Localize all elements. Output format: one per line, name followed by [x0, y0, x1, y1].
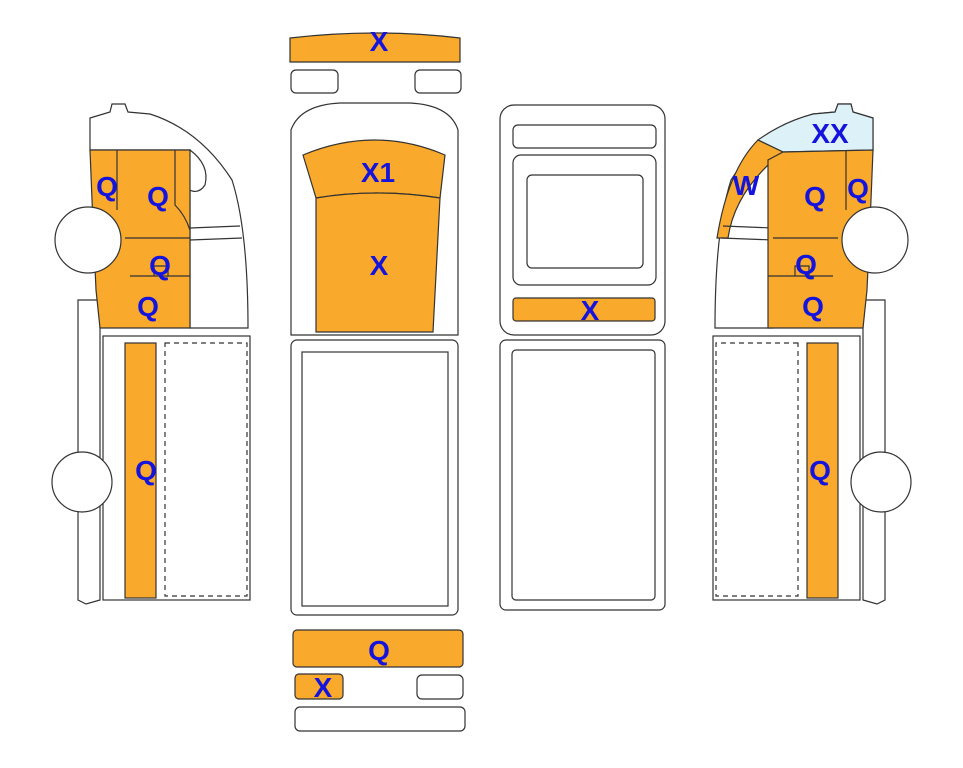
- damage-label: Q: [149, 250, 171, 281]
- damage-label: Q: [802, 291, 824, 322]
- left-side-view: Q Q Q Q Q: [51, 103, 251, 605]
- left-body-strip: [124, 342, 157, 599]
- roof: [315, 192, 441, 333]
- damage-label: W: [733, 170, 760, 201]
- left-rear-wheel: [51, 451, 113, 513]
- damage-label: Q: [368, 635, 390, 666]
- left-cab-outline: [89, 103, 249, 329]
- rear-panel: [512, 297, 656, 322]
- damage-label: Q: [809, 455, 831, 486]
- damage-label: Q: [147, 181, 169, 212]
- left-front-wheel: [54, 206, 122, 274]
- damage-label: X: [581, 295, 600, 326]
- right-side-view: XX W Q Q Q Q Q: [712, 103, 912, 605]
- rear-bumper: [292, 629, 464, 668]
- damage-label: X: [370, 250, 389, 281]
- damage-label: Q: [795, 249, 817, 280]
- damage-label: Q: [135, 455, 157, 486]
- rear-view: X: [499, 104, 666, 611]
- damage-label: X: [314, 672, 333, 703]
- damage-label: X: [370, 26, 389, 57]
- left-door-panel: [89, 149, 191, 329]
- damage-label: Q: [847, 173, 869, 204]
- damage-label: Q: [804, 181, 826, 212]
- left-chassis: [77, 299, 101, 605]
- damage-label: Q: [137, 291, 159, 322]
- damage-label: X1: [361, 157, 395, 188]
- rear-step: [294, 673, 344, 700]
- damage-label: Q: [96, 171, 118, 202]
- front-bumper: [289, 32, 461, 63]
- top-view: X X1 X Q X: [289, 26, 466, 732]
- damage-label: XX: [811, 118, 849, 149]
